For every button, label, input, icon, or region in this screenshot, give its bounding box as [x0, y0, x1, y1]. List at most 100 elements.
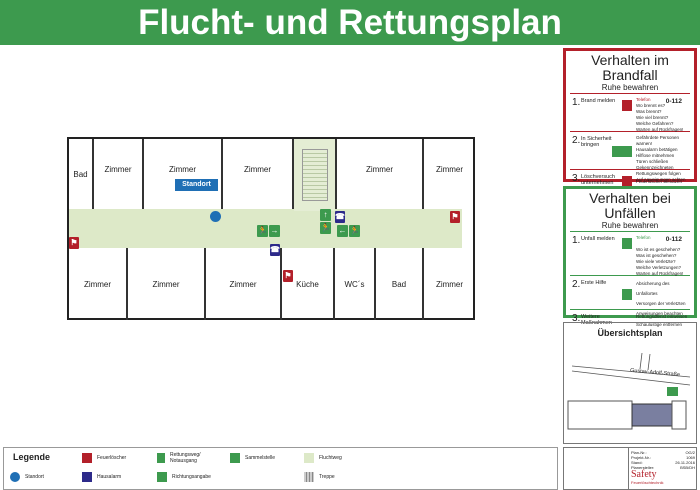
room-zimmer: Zimmer — [69, 248, 128, 320]
room-zimmer: Zimmer — [335, 139, 424, 209]
room-label: Zimmer — [168, 165, 197, 174]
arrow-right-icon — [157, 472, 167, 482]
fire-phone-icon — [622, 100, 632, 111]
legend-label: Richtungsangabe — [172, 474, 211, 480]
fire-extinguisher-icon: ⚑ — [283, 270, 293, 282]
legend-item: Feuerlöscher — [82, 453, 126, 463]
line: Wie viele Verletzte? — [636, 259, 676, 264]
emergency-phone-icon — [622, 238, 632, 249]
info-key: Planersteller: — [631, 465, 655, 470]
line: Wo ist es geschehen? — [636, 247, 681, 252]
room-zimmer: Zimmer — [424, 139, 475, 209]
info-key: Projekt-Nr.: — [631, 455, 652, 460]
step-number: 1. — [572, 97, 581, 108]
room-label: Zimmer — [152, 279, 180, 289]
line: Was ist geschehen? — [636, 253, 677, 258]
step-number: 2. — [572, 279, 581, 290]
fire-extinguisher-icon — [622, 176, 632, 187]
room-zimmer: Zimmer — [223, 139, 294, 209]
emergency-exit-icon — [157, 453, 165, 463]
room-label: Zimmer — [104, 165, 132, 174]
info-value: OG/2 — [685, 450, 695, 455]
floor-plan: Bad Zimmer Zimmer Zimmer Zimmer Zimmer Z… — [67, 137, 475, 320]
arrow-left-icon: ← — [337, 225, 348, 237]
room-wc: WC´s — [335, 248, 376, 320]
room-zimmer: Zimmer — [128, 248, 206, 320]
house-alarm-icon: ☎ — [270, 244, 280, 256]
step: 2. Erste Hilfe Absicherung des Unfallort… — [570, 276, 690, 316]
room-label: Zimmer — [229, 279, 257, 289]
legend-title: Legende — [13, 452, 51, 462]
plan-info: Plan-Nr.:OG/2 Projekt-Nr.: 1069 Stand: 26.… — [628, 448, 697, 490]
step-label: Weitere Maßnahmen — [581, 314, 612, 326]
legend-label: Sammelstelle — [245, 455, 276, 461]
emergency-number: 0-112 — [665, 98, 682, 105]
room-label: Bad — [391, 279, 407, 289]
room-bad: Bad — [69, 139, 94, 209]
step-text: Feuerlöscher benutzen — [636, 179, 682, 185]
first-aid-icon — [622, 289, 632, 300]
step-label: Löschversuch unternehmen — [581, 174, 615, 186]
fire-extinguisher-icon: ⚑ — [450, 211, 460, 223]
step-label: In Sicherheit bringen — [581, 136, 612, 148]
room-zimmer: Zimmer — [424, 248, 475, 320]
panel-title: Verhalten im Brandfall — [591, 52, 669, 83]
info-value: 26.11.2016 — [675, 460, 695, 465]
line: Wo brennt es? — [636, 103, 666, 108]
emergency-exit-icon: 🏃 — [320, 222, 331, 234]
step-label: Brand melden — [581, 98, 616, 104]
info-block: Plan-Nr.:OG/2 Projekt-Nr.: 1069 Stand: 26.… — [563, 447, 697, 490]
line: Schaulustige entfernen — [636, 322, 683, 327]
house-alarm-icon — [82, 472, 92, 482]
line: Warten auf Rückfragen! — [636, 271, 684, 276]
room-label: Küche — [296, 279, 319, 289]
line: Feuerlöscher benutzen — [636, 179, 683, 184]
legend: Legende Feuerlöscher Rettungsweg/ Notaus… — [3, 447, 558, 490]
panel-title: Verhalten bei Unfällen — [589, 190, 671, 221]
line: Was brennt? — [636, 109, 662, 114]
fire-extinguisher-icon: ⚑ — [69, 237, 79, 249]
line: Gekennzeichneten Rettungswegen folgen — [636, 165, 681, 176]
line: Wie viel brennt? — [636, 115, 669, 120]
info-value: BSB/DH — [680, 465, 695, 470]
room-label: Bad — [73, 169, 88, 179]
line: Warten auf Rückfragen! — [636, 127, 684, 132]
legend-item: Standort — [10, 472, 44, 482]
legend-item: Rettungsweg/ Notausgang — [157, 452, 217, 464]
legend-label: Standort — [25, 474, 44, 480]
info-value: 1069 — [686, 455, 695, 460]
fire-instructions-panel: Verhalten im Brandfall Ruhe bewahren 1. … — [563, 48, 697, 187]
line: Anweisungen beachten — [636, 311, 683, 316]
step-number: 1. — [572, 235, 581, 246]
brand-subtitle: Feuerlöschtechnik — [631, 480, 664, 485]
info-row: Projekt-Nr.: 1069 — [631, 455, 695, 460]
room-zimmer: Zimmer — [206, 248, 282, 320]
brand-logo: Safety — [631, 469, 657, 480]
overview-title: Übersichtsplan — [597, 328, 663, 338]
house-alarm-icon: ☎ — [335, 211, 345, 223]
line: Telefon — [636, 97, 651, 102]
info-key: Stand: — [631, 460, 643, 465]
line: Gefährdete Personen warnen! — [636, 135, 680, 146]
info-row: Plan-Nr.:OG/2 — [631, 450, 695, 455]
step-text: Gefährdete Personen warnen!Hausalarm bet… — [636, 135, 690, 183]
info-row: Planersteller: BSB/DH — [631, 465, 695, 470]
emergency-exit-icon — [612, 146, 632, 157]
line: Welche Verletzungen? — [636, 265, 681, 270]
step: 2. In Sicherheit bringen Gefährdete Pers… — [570, 132, 690, 182]
room-label: Zimmer — [83, 279, 112, 289]
legend-label: Fluchtweg — [319, 455, 342, 461]
line: Telefon — [636, 235, 651, 240]
emergency-exit-icon: 🏃 — [257, 225, 268, 237]
room-zimmer: Zimmer — [94, 139, 144, 209]
line: Rettungsdienst einweisen — [636, 314, 688, 319]
legend-item: Treppe — [304, 472, 335, 482]
escape-route-swatch — [304, 453, 314, 463]
legend-label: Rettungsweg/ Notausgang — [169, 452, 201, 464]
room-zimmer: Zimmer — [144, 139, 223, 209]
room-kueche: Küche — [282, 248, 335, 320]
line: Welche Gefahren? — [636, 121, 674, 126]
